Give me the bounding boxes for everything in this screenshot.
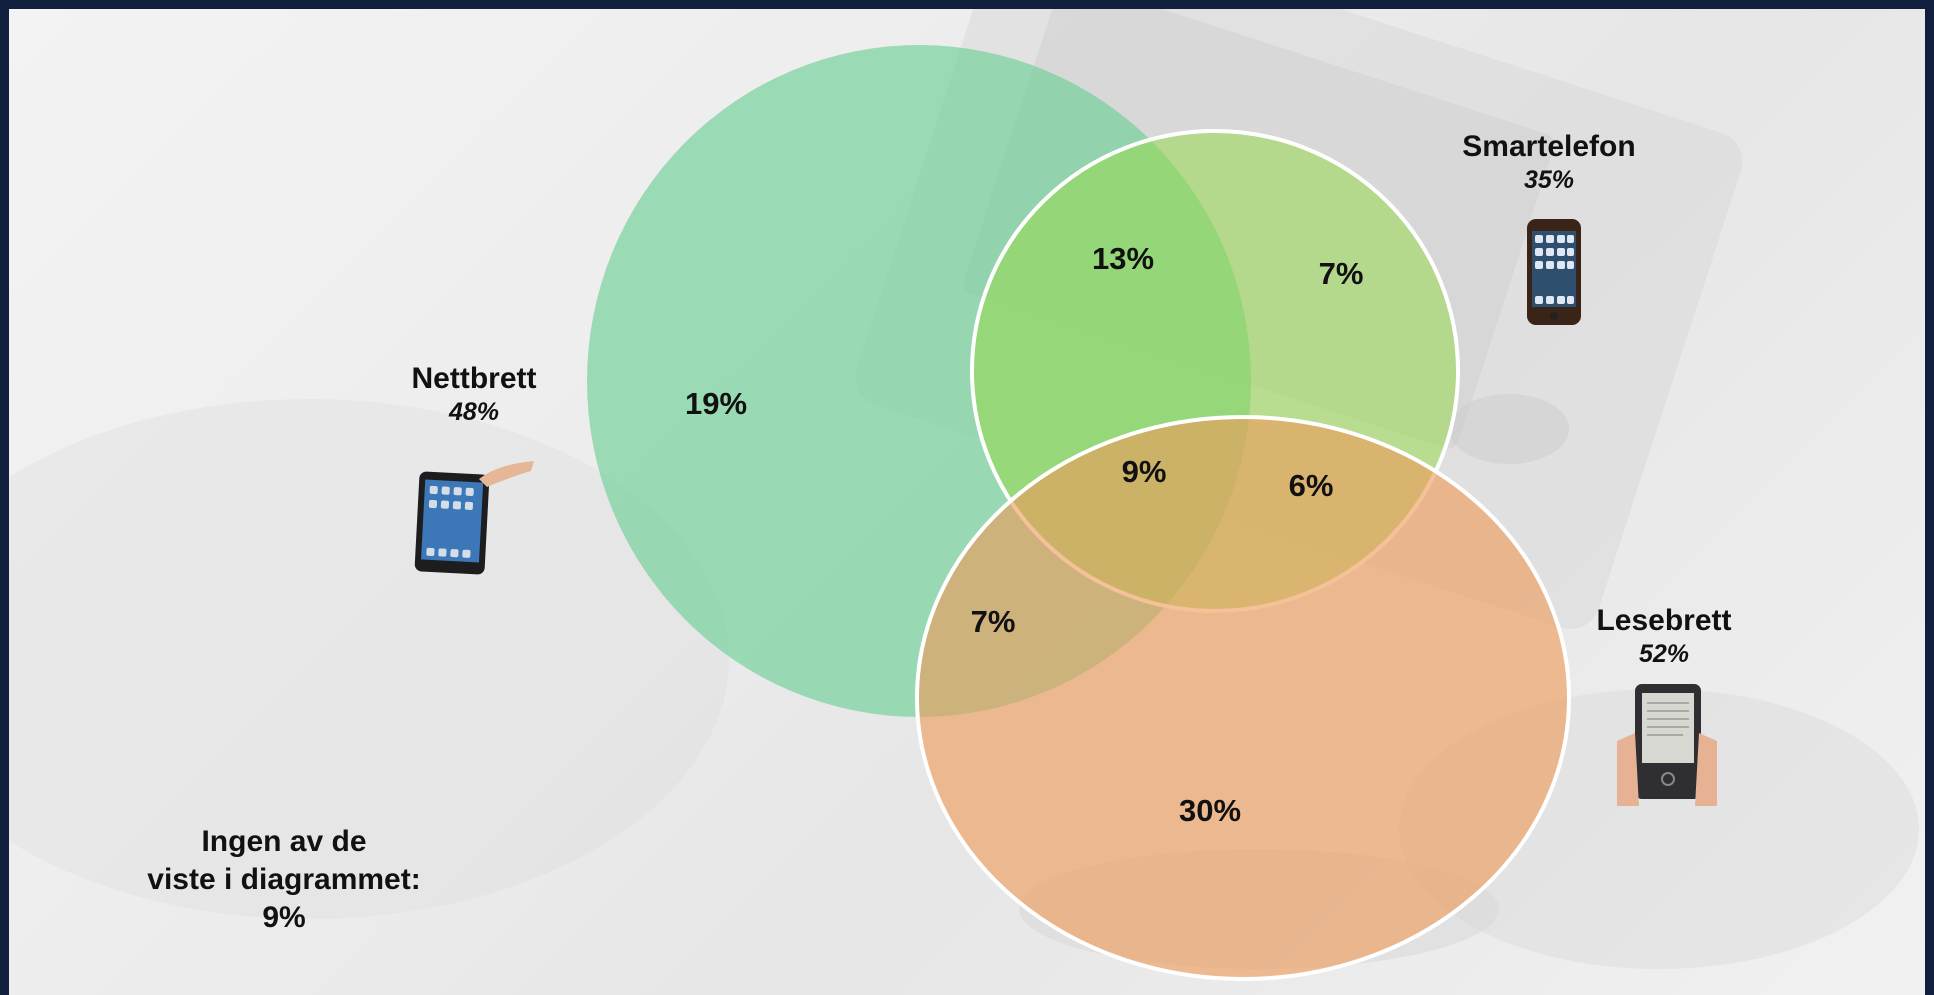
none-of-shown-label: Ingen av de viste i diagrammet: 9% xyxy=(129,823,439,937)
set-label-lesebrett: Lesebrett 52% xyxy=(1579,603,1749,669)
set-label-smartelefon: Smartelefon 35% xyxy=(1449,129,1649,195)
region-nettbrett-lesebrett: 7% xyxy=(970,604,1016,639)
region-nettbrett-smartelefon: 13% xyxy=(1091,241,1155,276)
region-smartelefon-lesebrett: 6% xyxy=(1288,468,1334,503)
ereader-icon xyxy=(1617,684,1717,806)
set-pct-smartelefon: 35% xyxy=(1523,166,1575,194)
none-line2: viste i diagrammet: xyxy=(147,863,421,896)
set-name-smartelefon: Smartelefon xyxy=(1462,130,1636,163)
region-all-three: 9% xyxy=(1121,454,1167,489)
tablet-icon xyxy=(414,461,534,575)
venn-diagram xyxy=(587,45,1571,981)
region-lesebrett-only: 30% xyxy=(1178,793,1242,828)
set-name-nettbrett: Nettbrett xyxy=(411,362,537,395)
set-pct-lesebrett: 52% xyxy=(1638,640,1690,668)
circle-lesebrett xyxy=(915,415,1571,981)
region-smartelefon-only: 7% xyxy=(1318,256,1364,291)
region-nettbrett-only: 19% xyxy=(684,386,748,421)
none-pct: 9% xyxy=(262,901,306,934)
set-pct-nettbrett: 48% xyxy=(448,398,500,426)
smartphone-icon xyxy=(1527,219,1581,325)
set-name-lesebrett: Lesebrett xyxy=(1596,604,1732,637)
none-line1: Ingen av de xyxy=(201,825,367,858)
set-label-nettbrett: Nettbrett 48% xyxy=(399,361,549,427)
